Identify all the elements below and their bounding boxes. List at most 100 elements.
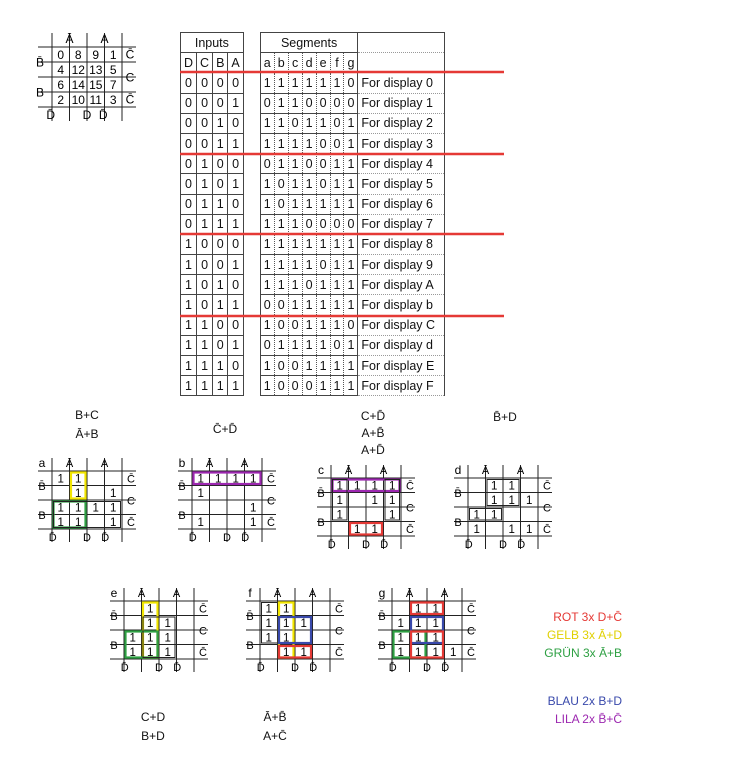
right-label: C: [543, 502, 551, 514]
row-label: B̄: [317, 487, 324, 500]
index-cell: 7: [110, 78, 117, 92]
kmap-name: d: [455, 463, 462, 477]
kmap-one: 1: [526, 524, 532, 536]
kmap-one: 1: [75, 503, 81, 515]
kmap-one: 1: [75, 488, 81, 500]
right-label: C̄: [406, 480, 414, 493]
kmap-one: 1: [415, 647, 421, 659]
row-label: B̄: [38, 480, 45, 493]
bottom-label: D̄: [189, 531, 197, 544]
input-cell: 1: [227, 213, 244, 235]
index-cell: 0: [57, 48, 64, 62]
right-label: C̄: [267, 516, 275, 529]
kmap-one: 1: [415, 618, 421, 630]
kmap-one: 1: [283, 618, 289, 630]
right-label: C̄: [267, 473, 275, 486]
kmap-one: 1: [110, 503, 116, 515]
display-label: For display 6: [357, 193, 446, 215]
kmap-one: 1: [283, 604, 289, 616]
bottom-label: D̄: [173, 661, 181, 674]
col-label: Ā: [345, 465, 353, 477]
kmap-one: 1: [198, 517, 204, 529]
row-label: B: [36, 86, 44, 100]
input-cell: 0: [227, 112, 244, 134]
kmap-one: 1: [93, 503, 99, 515]
index-cell: 9: [92, 48, 99, 62]
inputs-header: Inputs: [180, 31, 244, 54]
kmap-one: 1: [147, 604, 153, 616]
kmap-one: 1: [433, 604, 439, 616]
formula-b: C̄+D̄: [212, 422, 238, 436]
bottom-label: D: [362, 539, 370, 551]
display-label: For display 1: [357, 92, 446, 114]
kmap-one: 1: [165, 618, 171, 630]
col-label: A: [100, 32, 108, 46]
kmap-one: 1: [398, 647, 404, 659]
right-label: C: [467, 625, 475, 637]
formula-f: Ā+B̄A+C̄: [263, 710, 287, 743]
display-label: For display 5: [357, 173, 446, 195]
bottom-label: D̄: [101, 531, 109, 544]
formula-c: C+D̄A+B̄A+D̄: [360, 409, 386, 457]
right-label: C: [267, 495, 275, 507]
kmap-one: 1: [389, 495, 395, 507]
bottom-label: D̄: [241, 531, 249, 544]
kmap-one: 1: [474, 510, 480, 522]
row-label: B: [178, 510, 185, 522]
kmap-one: 1: [398, 633, 404, 645]
kmap-one: 1: [250, 517, 256, 529]
row-label: B̄: [246, 610, 253, 623]
kmap-one: 1: [354, 524, 360, 536]
display-label: For display F: [357, 375, 446, 397]
segment-cell: 1: [315, 375, 331, 397]
kmap-one: 1: [509, 495, 515, 507]
legend-gruen: GRÜN 3x Ā+B: [544, 646, 622, 660]
kmap-one: 1: [337, 481, 343, 493]
col-label: Ā: [274, 588, 282, 600]
kmap-one: 1: [215, 474, 221, 486]
row-label: B: [110, 640, 117, 652]
kmap-one: 1: [165, 633, 171, 645]
legend-blau: BLAU 2x B+D: [547, 694, 622, 708]
col-label: Ā: [482, 465, 490, 477]
bottom-label: D̄: [309, 661, 317, 674]
row-label: B: [246, 640, 253, 652]
index-cell: 15: [89, 78, 103, 92]
kmap-one: 1: [233, 474, 239, 486]
kmap-group: [392, 630, 427, 659]
bottom-label: D̄: [517, 538, 525, 551]
kmap-group: [409, 615, 445, 645]
right-label: C̄: [199, 646, 207, 659]
kmap-one: 1: [474, 524, 480, 536]
display-label: For display 3: [357, 132, 446, 155]
index-cell: 6: [57, 78, 64, 92]
legend-lila: LILA 2x B̄+C̄: [554, 712, 622, 726]
bottom-label: D: [423, 662, 431, 674]
kmap-group: [142, 616, 176, 658]
kmap-group: [69, 471, 87, 500]
bottom-label: D: [499, 539, 507, 551]
kmap-one: 1: [301, 618, 307, 630]
kmap-one: 1: [250, 474, 256, 486]
kmap-one: 1: [433, 633, 439, 645]
col-label: A: [441, 588, 449, 600]
right-label: C̄: [126, 92, 135, 106]
index-cell: 10: [72, 93, 86, 107]
kmap-one: 1: [110, 517, 116, 529]
right-label: C: [127, 495, 135, 507]
bottom-label: D̄: [99, 108, 108, 122]
kmap-one: 1: [372, 481, 378, 493]
legend-rot: ROT 3x D+C̄: [553, 610, 622, 624]
row-label: B̄: [110, 610, 117, 623]
kmap-one: 1: [283, 633, 289, 645]
